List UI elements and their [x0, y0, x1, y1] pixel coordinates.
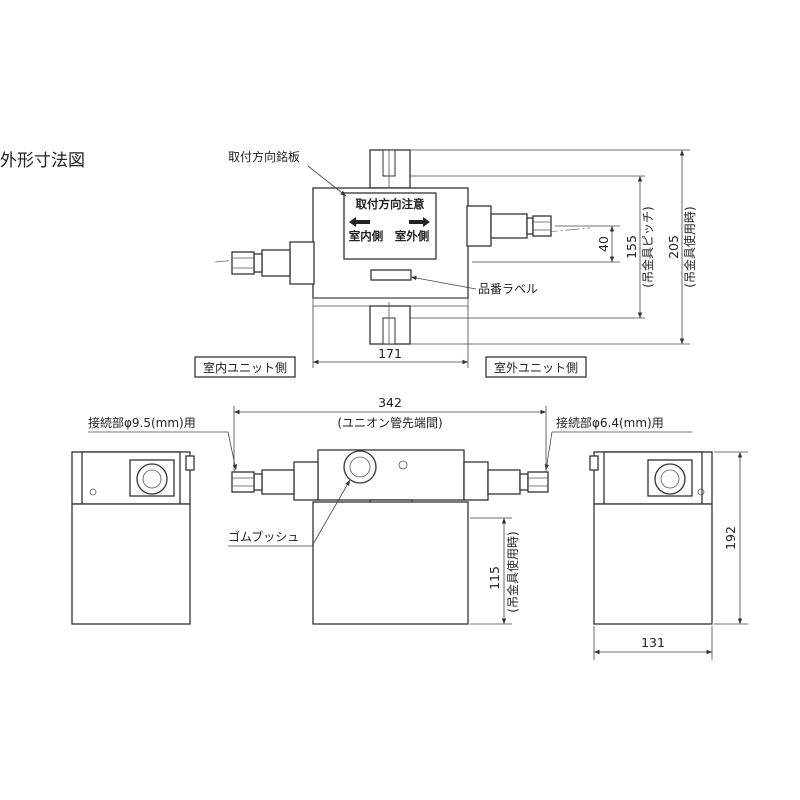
dim-171: 171 [378, 346, 402, 361]
right-pipe [490, 213, 528, 239]
plate-heading: 取付方向注意 [356, 197, 425, 211]
front-right-union [463, 461, 489, 501]
dim-115: 115 [487, 566, 502, 590]
label-part-number: 品番ラベル [478, 282, 538, 296]
label-indoor-unit-side: 室内ユニット側 [203, 360, 287, 375]
outdoor-unit-side-box [485, 356, 587, 378]
rubber-bush [343, 450, 377, 484]
arrow-left-icon [349, 217, 370, 227]
dim-155-note: (吊金具ピッチ) [640, 206, 655, 287]
left-side-cover [71, 503, 191, 625]
front-right-nut [527, 471, 549, 493]
right-side-view: 192 131 [589, 451, 748, 660]
left-side-view [71, 451, 195, 625]
label-outdoor-unit-side: 室外ユニット側 [494, 360, 578, 375]
direction-plate [343, 192, 437, 260]
right-nut [532, 215, 552, 237]
right-side-cover [593, 503, 713, 625]
dim-205-note: (吊金具使用時) [682, 206, 697, 287]
dim-131: 131 [641, 635, 665, 650]
dim-115-note: (吊金具使用時) [505, 531, 520, 612]
front-body [317, 449, 465, 501]
arrow-right-icon [409, 217, 430, 227]
left-union-body [289, 241, 315, 285]
right-union-body [466, 205, 492, 247]
front-left-nut [231, 471, 255, 493]
indoor-unit-side-box [194, 356, 296, 378]
front-view: 342 (ユニオン管先端間) 接続部φ9.5(mm)用 接続部φ6.4(mm)用 [88, 395, 692, 625]
part-number-label-rect [370, 269, 412, 281]
drawing-title: 外形寸法図 [0, 151, 85, 171]
plate-indoor: 室内側 [349, 229, 384, 243]
label-direction-plate: 取付方向銘板 [228, 149, 300, 164]
dim-155: 155 [624, 235, 639, 259]
left-pipe [261, 249, 291, 277]
top-view: 取付方向注意 室内側 室外側 40 [194, 149, 697, 378]
label-rubber-bush: ゴムブッシュ [228, 529, 299, 544]
dim-205: 205 [666, 235, 681, 259]
dim-40: 40 [596, 236, 611, 252]
dim-192: 192 [723, 526, 738, 550]
left-nut [231, 251, 255, 275]
label-connection-right: 接続部φ6.4(mm)用 [556, 415, 664, 430]
front-cover [312, 501, 469, 625]
front-left-union [293, 461, 319, 501]
dim-342-note: (ユニオン管先端間) [337, 415, 442, 430]
dim-342: 342 [378, 395, 402, 410]
label-connection-left: 接続部φ9.5(mm)用 [88, 415, 196, 430]
plate-outdoor: 室外側 [395, 229, 430, 243]
